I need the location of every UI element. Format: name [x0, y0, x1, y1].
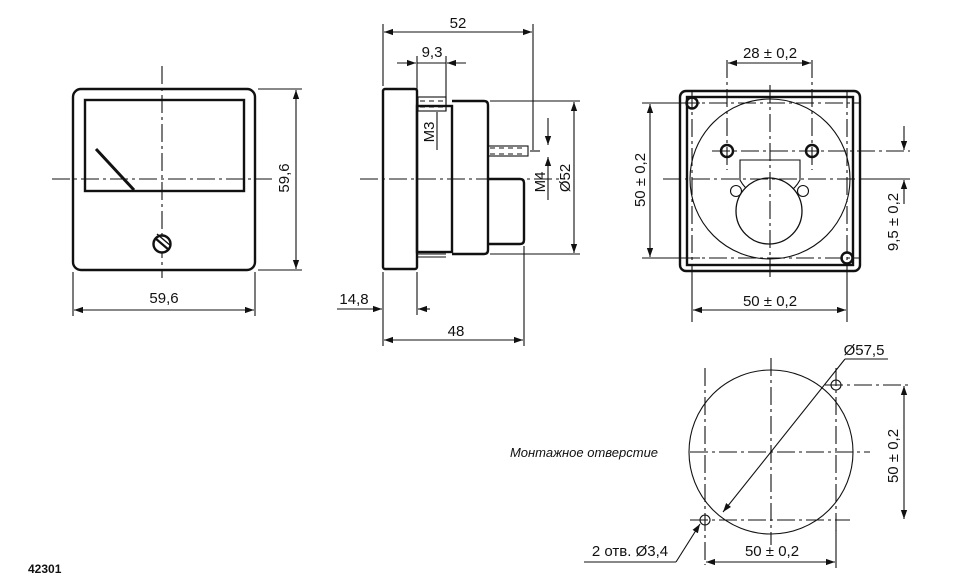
front-view: 59,6 59,6: [52, 66, 302, 316]
rear-boss-circle: [735, 177, 803, 245]
rear-width-label: 50 ± 0,2: [743, 293, 797, 310]
overall-length-label: 52: [450, 15, 467, 32]
rear-view: 28 ± 0,2 50 ± 0,2 9,5 ± 0,2 50 ± 0,2: [632, 45, 910, 322]
flange-thickness-label: 14,8: [339, 291, 368, 308]
cutout-width-label: 50 ± 0,2: [745, 543, 799, 560]
rear-boss: [488, 177, 526, 246]
side-view: 52 9,3 M3 M4 Ø52 14,8 48: [337, 15, 580, 346]
mount-hole-upper: [830, 379, 842, 391]
body-case: [452, 99, 490, 256]
mounting-hole-title: Монтажное отверстие: [510, 445, 658, 460]
holes-label: 2 отв. Ø3,4: [592, 543, 668, 560]
scale-window: [83, 98, 246, 193]
screw-thread-label: M3: [421, 122, 438, 143]
small-hole-right: [796, 184, 810, 198]
terminal-offset-label: 9,5 ± 0,2: [885, 193, 902, 251]
rear-height-label: 50 ± 0,2: [632, 153, 649, 207]
drawing-code: 42301: [28, 562, 62, 576]
cutout-diameter-label: Ø57,5: [844, 342, 885, 359]
zero-adjust-screw-icon: [152, 233, 172, 254]
terminal-spacing-label: 28 ± 0,2: [743, 45, 797, 62]
body-diameter-label: Ø52: [557, 164, 574, 192]
m4-stud: [487, 145, 529, 157]
m3-screw: [417, 96, 447, 112]
stud-offset-label: 9,3: [422, 44, 443, 61]
mounting-hole-view: Ø57,5 50 ± 0,2 50 ± 0,2 2 отв. Ø3,4 Монт…: [510, 342, 910, 568]
small-hole-left: [729, 184, 743, 198]
body-length-label: 48: [448, 323, 465, 340]
mount-hole-lower: [699, 514, 711, 526]
stud-thread-label: M4: [532, 172, 549, 193]
front-width-label: 59,6: [149, 290, 178, 307]
front-height-label: 59,6: [276, 163, 293, 192]
meter-needle: [94, 147, 136, 192]
cutout-height-label: 50 ± 0,2: [885, 429, 902, 483]
